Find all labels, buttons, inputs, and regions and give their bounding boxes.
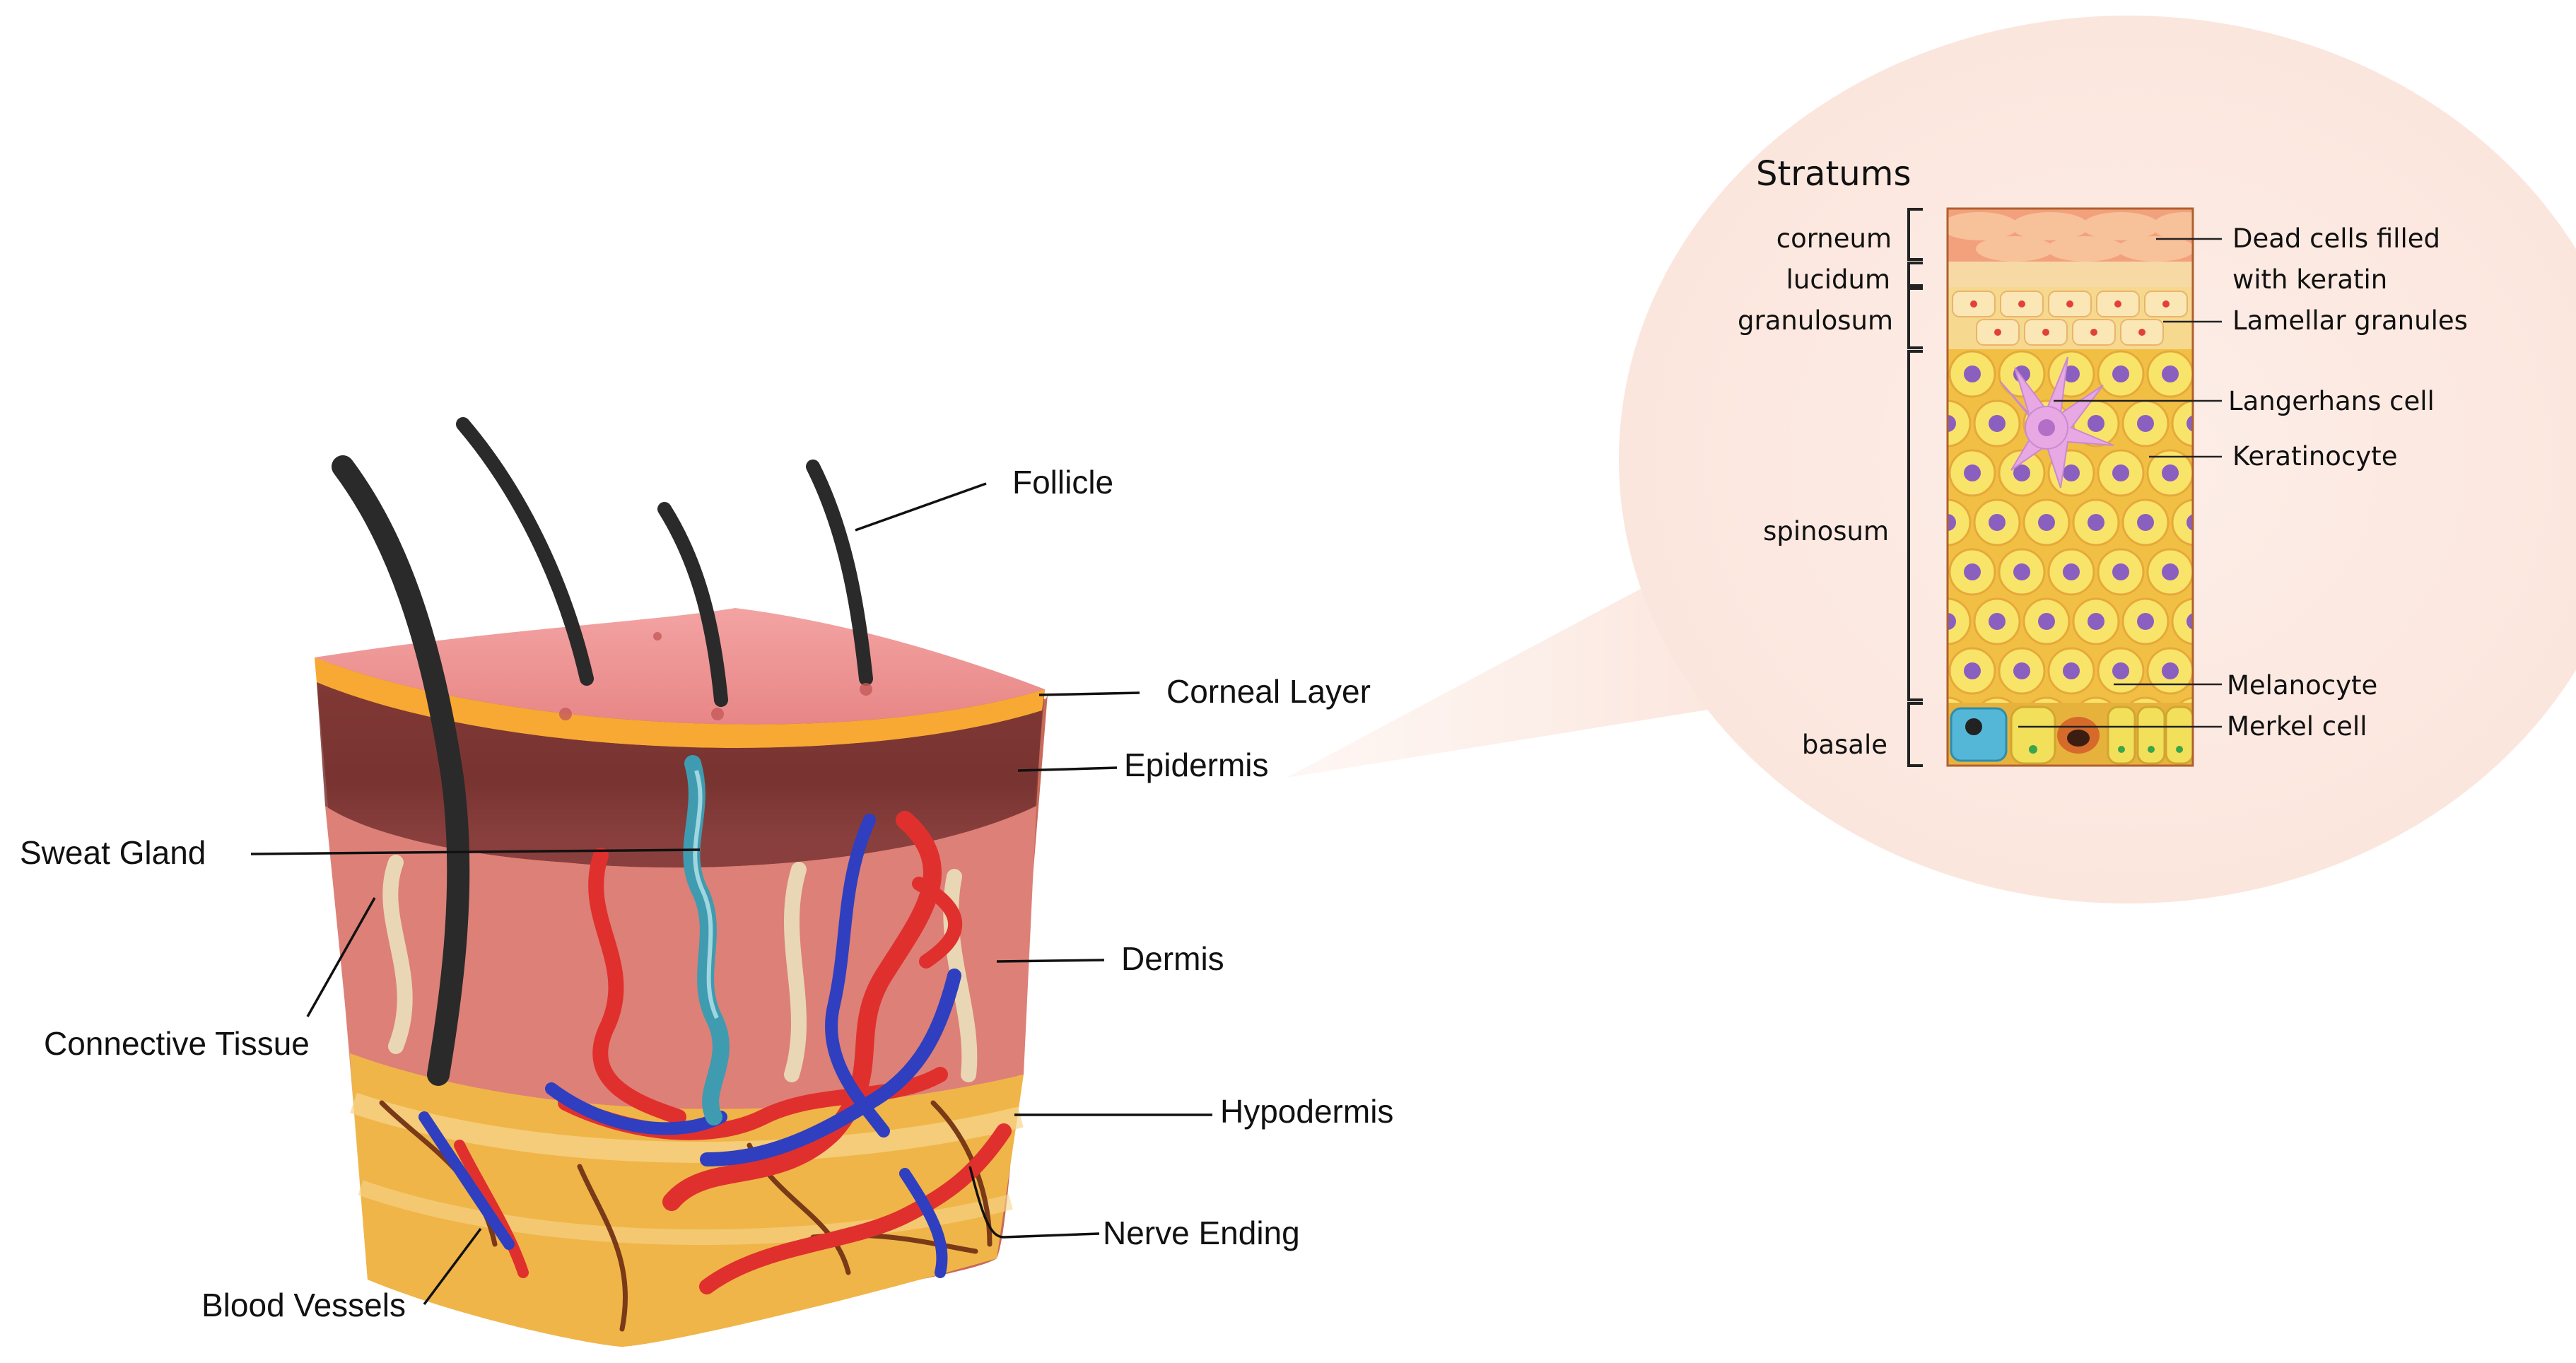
cell-nucleus <box>1948 415 1956 432</box>
epidermis-dark-band <box>317 682 1042 868</box>
cell-nucleus <box>2186 514 2193 531</box>
leader-connective-tissue <box>306 897 376 1017</box>
cell-nucleus <box>2013 563 2030 580</box>
cell-nucleus <box>2186 613 2193 630</box>
cell-nucleus <box>2088 415 2104 432</box>
label-dermis: Dermis <box>1121 940 1224 977</box>
cell-nucleus <box>2137 514 2154 531</box>
cell-nucleus <box>1989 613 2006 630</box>
cell-nucleus <box>2013 464 2030 481</box>
cell-nucleus <box>2063 662 2080 679</box>
stratum-lucidum-region <box>1948 262 2193 287</box>
cell-nucleus <box>2063 464 2080 481</box>
label-basale: basale <box>1802 730 1887 760</box>
label-langerhans-cell: Langerhans cell <box>2228 386 2435 416</box>
skin-leader-lines <box>250 482 1212 1306</box>
cell-nucleus <box>2162 464 2179 481</box>
strata-brackets <box>1907 208 1923 767</box>
cell-nucleus <box>2088 514 2104 531</box>
cell-nucleus <box>1989 514 2006 531</box>
leader-epidermis <box>1017 766 1118 772</box>
label-epidermis: Epidermis <box>1124 747 1269 783</box>
cell-nucleus <box>2186 415 2193 432</box>
cell-nucleus <box>2137 415 2154 432</box>
zoom-callout-tail <box>1287 551 1725 778</box>
label-spinosum: spinosum <box>1763 516 1889 546</box>
cell-nucleus <box>1964 365 1981 382</box>
label-corneal-layer: Corneal Layer <box>1166 673 1371 710</box>
cell-nucleus <box>2137 613 2154 630</box>
cell-nucleus <box>1964 563 1981 580</box>
keratinocyte-cell <box>2171 498 2193 546</box>
cell-nucleus <box>1948 514 1956 531</box>
cell-nucleus <box>2112 464 2129 481</box>
label-follicle: Follicle <box>1012 464 1113 501</box>
corneal-layer-band <box>315 657 1045 749</box>
label-lucidum: lucidum <box>1786 264 1890 295</box>
cell-nucleus <box>1948 613 1956 630</box>
skin-block-illustration <box>315 417 1048 1347</box>
cell-nucleus <box>2063 563 2080 580</box>
label-dead-cells-line2: with keratin <box>2232 264 2387 295</box>
cell-nucleus <box>2112 662 2129 679</box>
label-corneum: corneum <box>1776 223 1892 254</box>
cell-nucleus <box>1964 464 1981 481</box>
keratinocyte-cell <box>1948 597 1972 645</box>
cell-nucleus <box>1989 415 2006 432</box>
leader-nerve-ending <box>968 1166 1100 1239</box>
cell-nucleus <box>2162 365 2179 382</box>
label-hypodermis: Hypodermis <box>1220 1093 1393 1130</box>
langerhans-cell-shape <box>2000 356 2114 489</box>
keratinocyte-cell <box>1948 498 1972 546</box>
leader-sweat-gland <box>250 848 701 855</box>
keratinocyte-cell <box>1948 399 1972 447</box>
hair-follicle-root <box>332 455 470 1086</box>
cell-nucleus <box>2013 662 2030 679</box>
stratums-title: Stratums <box>1756 154 1911 194</box>
label-melanocyte: Melanocyte <box>2227 670 2377 701</box>
label-dead-cells-line1: Dead cells filled <box>2232 223 2440 254</box>
cell-nucleus <box>2162 563 2179 580</box>
label-merkel-cell: Merkel cell <box>2227 711 2367 742</box>
label-connective-tissue: Connective Tissue <box>44 1025 310 1062</box>
cell-nucleus <box>2088 613 2104 630</box>
cell-nucleus <box>1964 662 1981 679</box>
cell-leader-lines <box>2018 238 2222 728</box>
keratinocyte-cell <box>2171 597 2193 645</box>
label-nerve-ending: Nerve Ending <box>1103 1215 1300 1251</box>
label-sweat-gland: Sweat Gland <box>20 834 206 871</box>
leader-follicle <box>855 482 987 532</box>
hair-shafts <box>456 417 873 707</box>
label-blood-vessels: Blood Vessels <box>201 1287 406 1323</box>
keratinocyte-cell <box>2171 399 2193 447</box>
label-lamellar-granules: Lamellar granules <box>2232 305 2468 336</box>
label-granulosum: granulosum <box>1738 305 1893 336</box>
leader-blood-vessels <box>423 1227 482 1306</box>
strata-column <box>1946 207 2194 767</box>
blood-vessels <box>418 811 1012 1294</box>
leader-dermis <box>996 959 1105 963</box>
label-keratinocyte: Keratinocyte <box>2232 441 2397 472</box>
sweat-gland-duct <box>683 755 730 1125</box>
cell-nucleus <box>2112 365 2129 382</box>
cell-nucleus <box>2162 662 2179 679</box>
leader-corneal-layer <box>1038 691 1140 696</box>
cell-nucleus <box>2038 514 2055 531</box>
cell-nucleus <box>2112 563 2129 580</box>
cell-nucleus <box>2038 613 2055 630</box>
cell-nucleus <box>2063 365 2080 382</box>
